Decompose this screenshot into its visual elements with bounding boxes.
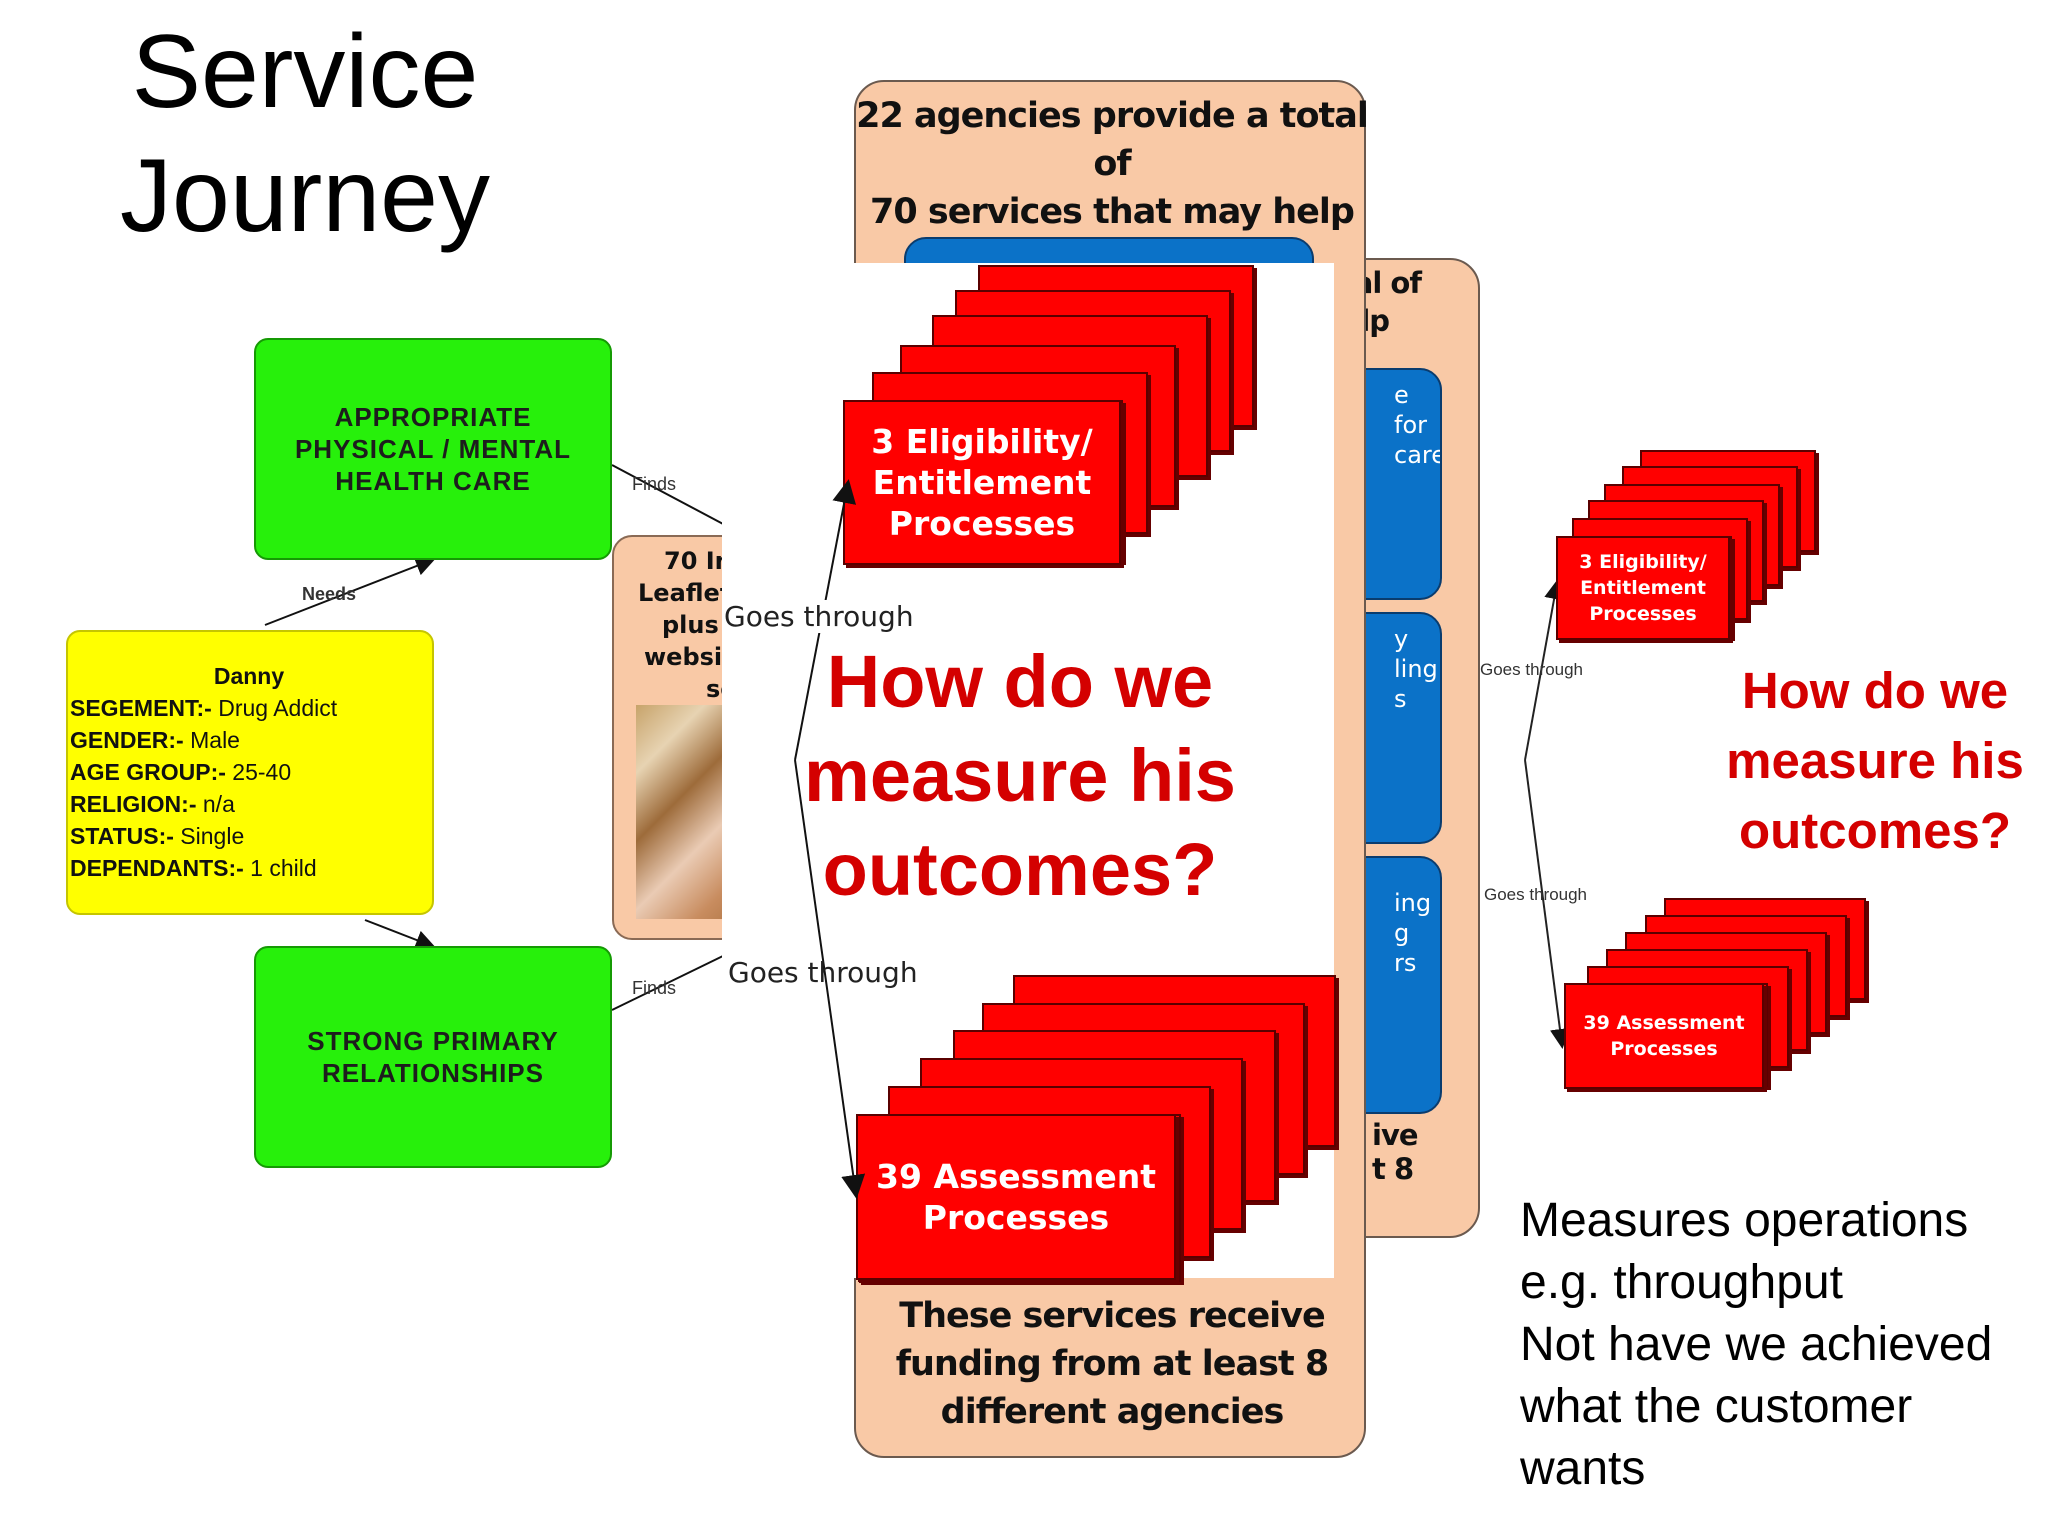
notes-line-1: Measures operations (1520, 1194, 1969, 1247)
notes-line-5: wants (1520, 1442, 1646, 1495)
edge-finds-top (611, 464, 726, 526)
edge-label-finds-top: Finds (632, 474, 677, 494)
small-question: How do we measure his outcomes? (1726, 662, 2024, 859)
edge-label-small-goes-top: Goes through (1480, 660, 1584, 679)
leaflets-line-4: websit (644, 643, 734, 671)
page-title: Service Journey (120, 14, 490, 254)
person-row-dependants: DEPENDANTS:- 1 child (70, 855, 317, 881)
edge-label-goes-through-bottom: Goes through (728, 956, 918, 989)
person-row-status: STATUS:- Single (70, 823, 245, 849)
assessment-card-front: 39 Assessment Processes (856, 1114, 1176, 1280)
edge-small-goes-top (1524, 579, 1564, 761)
edge-small-goes-bottom (1524, 759, 1570, 1049)
small-eligibility-front: 3 Eligibility/ Entitlement Processes (1556, 536, 1730, 640)
person-row-gender: GENDER:- Male (70, 727, 240, 753)
person-card: Danny SEGEMENT:- Drug Addict GENDER:- Ma… (66, 630, 434, 915)
notes-line-4: what the customer (1520, 1380, 1913, 1433)
edge-needs-bottom (364, 919, 436, 950)
notes-line-3: Not have we achieved (1520, 1318, 1993, 1371)
person-row-segment: SEGEMENT:- Drug Addict (70, 695, 338, 721)
person-row-religion: RELIGION:- n/a (70, 791, 235, 817)
edge-finds-bottom (611, 954, 726, 1011)
edge-label-needs: Needs (302, 584, 357, 604)
need-health-care: APPROPRIATE PHYSICAL / MENTAL HEALTH CAR… (254, 338, 612, 560)
edge-large-goes-bottom (794, 759, 866, 1199)
edge-label-finds-bottom: Finds (632, 978, 677, 998)
edge-label-goes-through-top: Goes through (724, 600, 914, 633)
need-primary-relationships: STRONG PRIMARY RELATIONSHIPS (254, 946, 612, 1168)
edge-label-small-goes-bottom: Goes through (1484, 885, 1588, 904)
person-row-age: AGE GROUP:- 25-40 (70, 759, 292, 785)
small-assessment-front: 39 Assessment Processes (1564, 983, 1764, 1089)
eligibility-card-front: 3 Eligibility/ Entitlement Processes (843, 400, 1121, 565)
large-question: How do we measure his outcomes? (804, 640, 1236, 911)
notes: Measures operations e.g. throughput Not … (1520, 1190, 2040, 1500)
edge-needs-top (264, 556, 436, 626)
notes-line-2: e.g. throughput (1520, 1256, 1843, 1309)
back-panel-bottom-text: ive t 8 (1372, 1118, 1419, 1186)
person-name: Danny (213, 663, 285, 689)
front-panel-bottom-text: These services receive funding from at l… (895, 1296, 1329, 1432)
